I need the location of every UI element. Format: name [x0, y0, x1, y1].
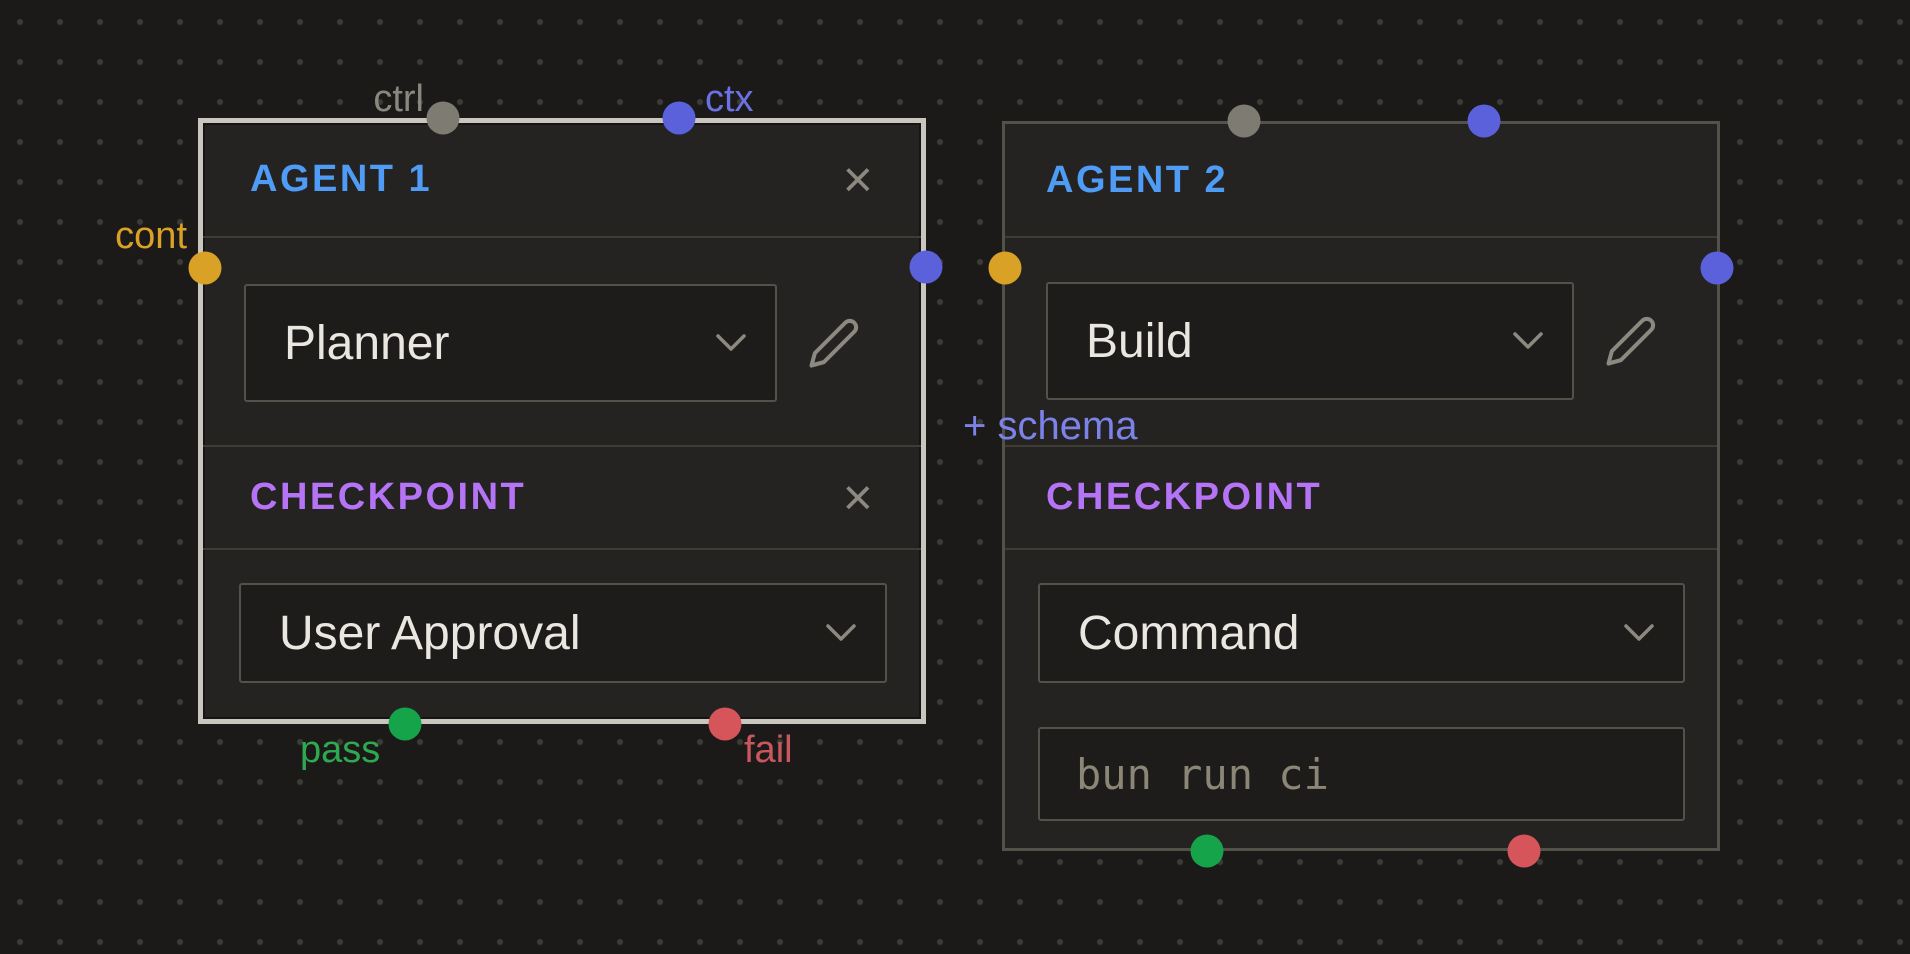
- agent-1-type-select[interactable]: Planner: [244, 284, 777, 402]
- agent-1-close-icon[interactable]: ×: [842, 150, 873, 209]
- handle-pass-source[interactable]: [1190, 834, 1224, 868]
- chevron-down-icon: [715, 333, 747, 353]
- checkpoint-1-body: User Approval: [203, 550, 921, 719]
- agent-1-title: AGENT 1: [250, 158, 433, 200]
- node-agent-2[interactable]: AGENT 2 Build CHECKPOINT Command + sch: [963, 104, 1734, 868]
- handle-fail-source[interactable]: [1507, 834, 1541, 868]
- chevron-down-icon: [825, 623, 857, 643]
- edit-pencil-icon[interactable]: [807, 316, 861, 370]
- handle-cont-target[interactable]: [988, 251, 1022, 285]
- handle-output-source[interactable]: [909, 250, 943, 284]
- checkpoint-2-header: CHECKPOINT: [1005, 447, 1717, 550]
- checkpoint-2-type-select[interactable]: Command: [1038, 583, 1685, 683]
- agent-1-header: AGENT 1 ×: [203, 123, 921, 238]
- handle-ctrl-target[interactable]: [1227, 104, 1261, 138]
- agent-2-header: AGENT 2: [1005, 124, 1717, 238]
- chevron-down-icon: [1512, 331, 1544, 351]
- agent-2-title: AGENT 2: [1046, 158, 1229, 201]
- node-agent-1[interactable]: AGENT 1 × Planner CHECKPOINT × User Appr…: [115, 80, 943, 769]
- handle-ctx-target[interactable]: [1467, 104, 1501, 138]
- handle-ctx-target[interactable]: [662, 101, 696, 135]
- add-schema-button[interactable]: + schema: [963, 404, 1138, 448]
- checkpoint-1-close-icon[interactable]: ×: [842, 468, 873, 527]
- agent-1-body: Planner: [203, 238, 921, 447]
- chevron-down-icon: [1623, 623, 1655, 643]
- handle-fail-source[interactable]: [708, 707, 742, 741]
- agent-1-type-value: Planner: [284, 316, 450, 370]
- edit-pencil-icon[interactable]: [1604, 314, 1658, 368]
- checkpoint-1-header: CHECKPOINT ×: [203, 447, 921, 550]
- agent-2-body: Build: [1005, 238, 1717, 447]
- checkpoint-1-type-value: User Approval: [279, 606, 581, 660]
- handle-output-source[interactable]: [1700, 251, 1734, 285]
- port-label-ctx: ctx: [705, 78, 754, 120]
- port-label-fail: fail: [744, 729, 793, 771]
- handle-cont-target[interactable]: [188, 251, 222, 285]
- port-label-cont: cont: [115, 215, 187, 257]
- checkpoint-2-body: Command: [1005, 550, 1717, 848]
- checkpoint-1-type-select[interactable]: User Approval: [239, 583, 887, 683]
- checkpoint-1-title: CHECKPOINT: [250, 476, 527, 518]
- handle-ctrl-target[interactable]: [426, 101, 460, 135]
- port-label-ctrl: ctrl: [373, 78, 424, 120]
- port-label-pass: pass: [300, 729, 381, 771]
- agent-2-type-value: Build: [1086, 314, 1193, 368]
- checkpoint-2-title: CHECKPOINT: [1046, 476, 1323, 518]
- handle-pass-source[interactable]: [388, 707, 422, 741]
- checkpoint-2-command-input[interactable]: [1038, 727, 1685, 821]
- checkpoint-2-type-value: Command: [1078, 606, 1300, 660]
- agent-2-type-select[interactable]: Build: [1046, 282, 1574, 400]
